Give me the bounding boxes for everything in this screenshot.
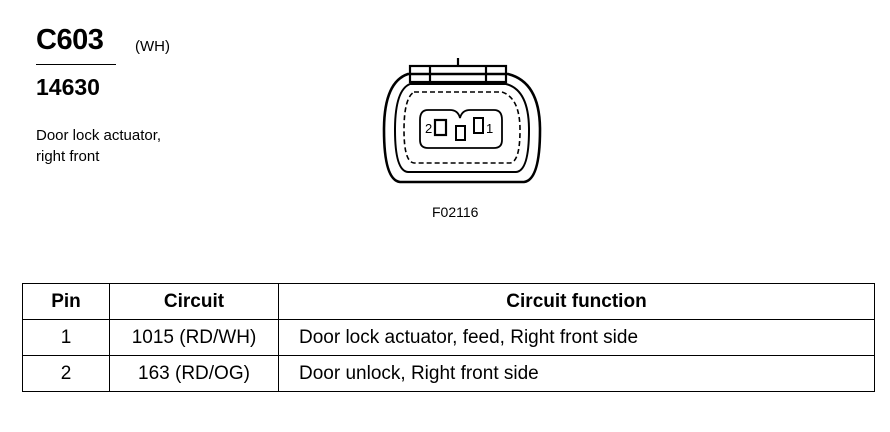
connector-latch — [408, 58, 508, 84]
circuit-function-cell: Door unlock, Right front side — [278, 355, 875, 392]
pin-label-1: 1 — [486, 121, 493, 136]
connector-housing-outer — [382, 72, 542, 184]
pin-circuit-table: Pin Circuit Circuit function 1 1015 (RD/… — [22, 283, 875, 392]
figure-id: F02116 — [432, 204, 479, 220]
circuit-function-cell: Door lock actuator, feed, Right front si… — [278, 319, 875, 356]
connector-face-diagram: 2 1 — [382, 58, 542, 184]
description-line-2: right front — [36, 148, 100, 165]
pin-center-key — [455, 125, 466, 141]
connector-description: Door lock actuator, right front — [36, 125, 236, 167]
table-row: 2 163 (RD/OG) Door unlock, Right front s… — [22, 355, 875, 392]
pin-cell: 1 — [22, 319, 110, 356]
connector-id: C603 — [36, 24, 104, 56]
pin-1-terminal — [473, 117, 484, 134]
part-number: 14630 — [36, 74, 100, 100]
connector-id-underline — [36, 64, 116, 65]
terminal-cavity — [419, 109, 503, 149]
header-circuit: Circuit — [109, 283, 279, 320]
pin-label-2: 2 — [425, 121, 432, 136]
connector-housing-inner — [393, 83, 531, 173]
pin-2-terminal — [433, 118, 448, 137]
description-line-1: Door lock actuator, — [36, 127, 162, 144]
color-code: (WH) — [135, 38, 170, 55]
circuit-cell: 1015 (RD/WH) — [109, 319, 279, 356]
table-header-row: Pin Circuit Circuit function — [22, 283, 875, 320]
connector-seal-ring — [403, 91, 521, 164]
header-circuit-function: Circuit function — [278, 283, 875, 320]
header-pin: Pin — [22, 283, 110, 320]
pin-cell: 2 — [22, 355, 110, 392]
table-row: 1 1015 (RD/WH) Door lock actuator, feed,… — [22, 319, 875, 356]
circuit-cell: 163 (RD/OG) — [109, 355, 279, 392]
